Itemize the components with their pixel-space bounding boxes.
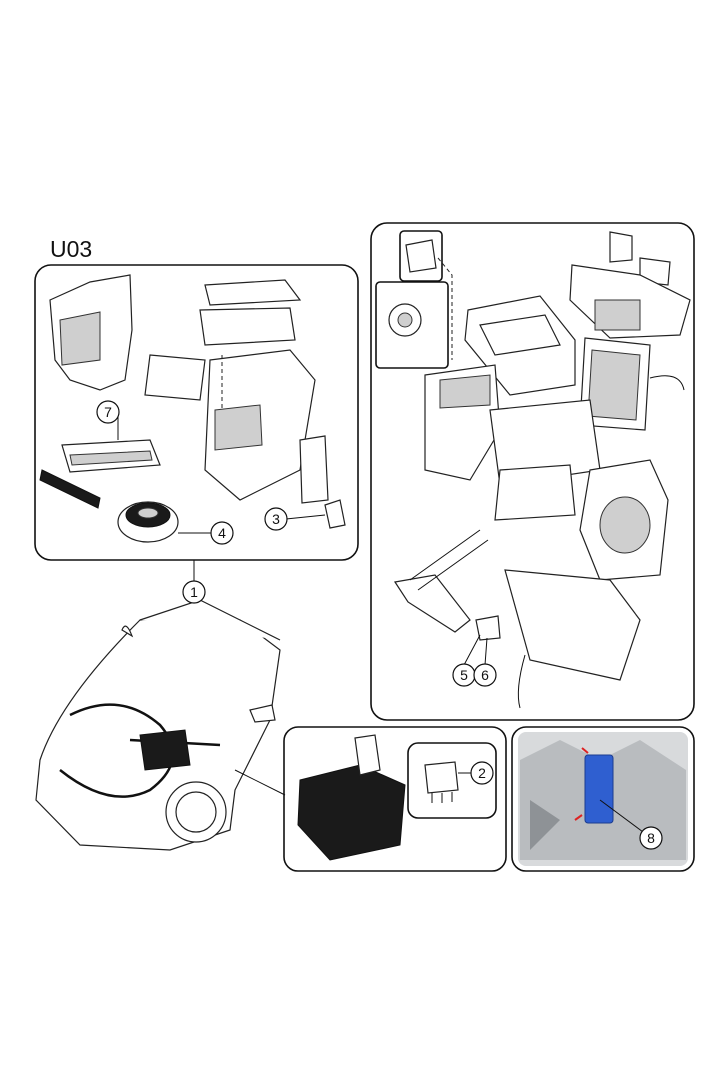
svg-text:7: 7 [104,404,112,420]
leader-5-6 [463,634,488,666]
leader-3 [285,514,326,520]
relay-box-frame [283,726,507,872]
svg-text:2: 2 [478,765,486,781]
blower-case [579,459,669,581]
temperature-sensor [405,239,437,273]
leader-vehicle-relay [234,769,286,796]
filter-cover [39,469,101,509]
sensor-detail-frame [399,230,443,282]
blower-unit-frame [34,264,359,561]
callout-4: 4 [210,521,234,545]
callout-3: 3 [264,507,288,531]
heater-case [204,349,316,501]
blower-housing [49,274,133,391]
actuator-motor [475,615,501,641]
svg-text:1: 1 [190,584,198,600]
svg-text:5: 5 [460,667,468,683]
callout-5: 5 [452,663,476,687]
duct-bracket [299,435,329,504]
callout-8: 8 [639,826,663,850]
photo-frame [511,726,695,872]
section-label: U03 [50,236,93,262]
upper-case [569,264,691,339]
callout-7: 7 [96,400,120,424]
relay-highlight [584,754,614,824]
seal-frame [199,307,296,346]
door-frame [494,464,576,521]
heater-pipes [409,529,489,591]
callout-6: 6 [473,663,497,687]
svg-text:6: 6 [481,667,489,683]
intake-case [424,364,501,481]
top-duct [204,279,302,306]
svg-text:8: 8 [647,830,655,846]
callout-2: 2 [470,761,494,785]
relay-detail-frame [407,742,497,819]
duct-panel [144,354,206,401]
duct-seal [479,314,561,356]
heater-core [394,574,471,633]
mount-pad [609,231,633,263]
actuator-detail-frame [375,281,449,369]
blower-motor [117,501,179,543]
harness-connector [139,729,191,771]
pipe [649,375,685,391]
junction-box [297,734,406,861]
callout-1: 1 [182,580,206,604]
resistor [324,499,346,529]
relay [424,761,459,803]
leader-8 [599,799,644,833]
vehicle-outline [35,599,281,851]
evaporator-core [579,337,651,431]
lower-case [504,569,641,681]
cabin-air-filter [61,439,161,473]
hvac-unit-frame [370,222,695,721]
svg-text:3: 3 [272,511,280,527]
harness-lead [517,654,526,709]
installation-photo [518,732,688,866]
leader-dashed-right [437,257,453,360]
actuator-gear [397,312,413,328]
svg-text:4: 4 [218,525,226,541]
